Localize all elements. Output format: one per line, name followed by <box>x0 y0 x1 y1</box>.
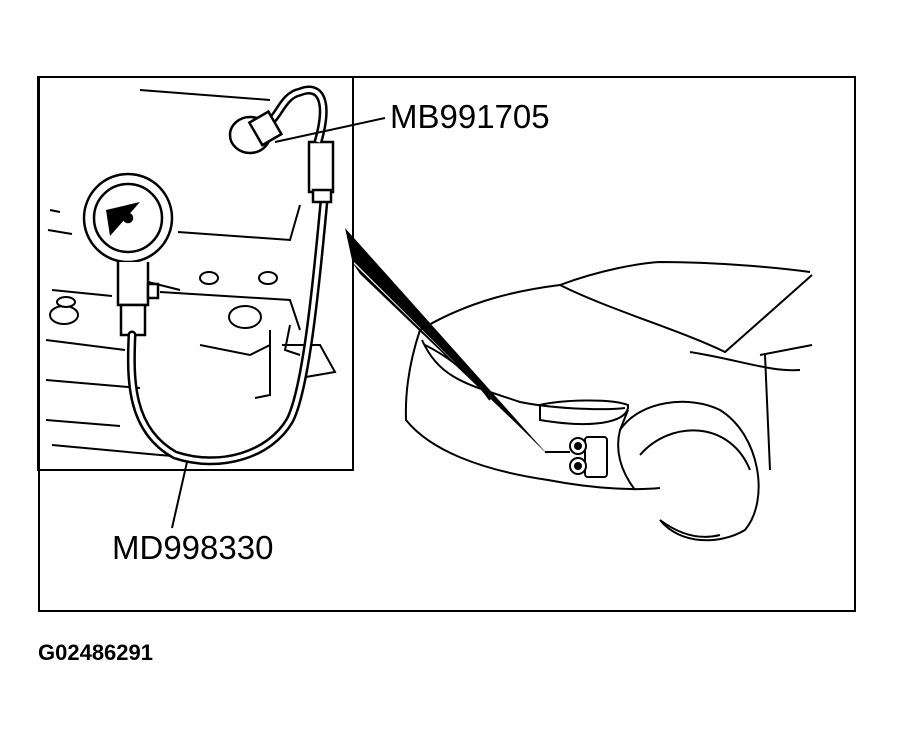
sensor-on-car <box>545 436 608 478</box>
car-outline <box>404 260 813 542</box>
adapter-fitting <box>228 85 335 204</box>
zoom-wedge-lower <box>352 262 546 452</box>
engine-studs <box>49 271 278 329</box>
leader-md998330 <box>171 461 188 529</box>
pressure-gauge-icon <box>82 172 174 337</box>
figure-id: G02486291 <box>38 640 153 665</box>
detail-inset-frame <box>37 76 354 471</box>
engine-bay-lines <box>45 89 337 459</box>
leader-mb991705 <box>274 117 386 143</box>
zoom-wedge <box>345 228 548 455</box>
callout-mb991705: MB991705 <box>390 98 550 135</box>
callout-md998330: MD998330 <box>112 529 274 566</box>
